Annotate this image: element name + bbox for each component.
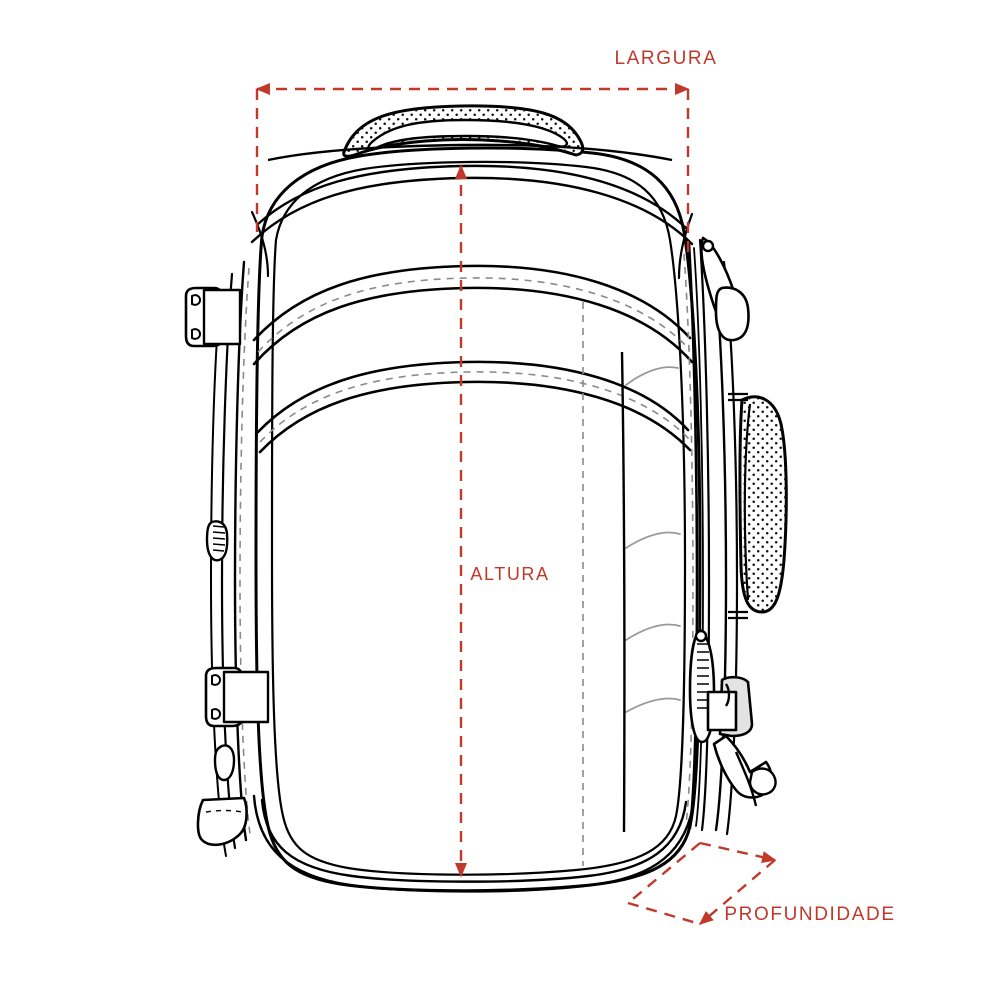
fold-1 xyxy=(625,366,679,386)
fold-2 xyxy=(625,531,681,549)
right-panel-edge xyxy=(620,351,626,833)
strap-slider-ribs xyxy=(212,525,226,552)
webbing-tail-stitch xyxy=(205,809,243,813)
strap-slider-body xyxy=(205,520,229,562)
webbing-strap-left xyxy=(196,744,248,847)
strap-slider-left[interactable] xyxy=(205,520,229,562)
webbing-clip xyxy=(213,744,236,782)
compression-buckle-left-bottom[interactable] xyxy=(204,666,270,728)
buckle-r-frame xyxy=(706,690,738,732)
side-zipper-tape xyxy=(693,247,704,827)
dimension-labels: LARGURA ALTURA PROFUNDIDADE xyxy=(470,48,895,925)
body-outline xyxy=(254,146,702,893)
compression-buckle-right[interactable] xyxy=(706,675,777,807)
side-zipper-outer xyxy=(687,242,699,830)
pocket-zipper-upper-top xyxy=(252,264,692,342)
buckle-r-tail xyxy=(734,751,758,807)
label-largura: LARGURA xyxy=(614,48,717,69)
side-zipper-inner xyxy=(698,238,711,832)
bottom-band-2 xyxy=(252,794,696,893)
dimension-annotations xyxy=(255,82,777,926)
buckle-lt-plate xyxy=(202,288,242,346)
fold-4 xyxy=(625,697,681,713)
fabric-folds xyxy=(625,366,681,713)
left-edge-band-3 xyxy=(210,295,227,857)
stitch-right-edge xyxy=(683,253,694,825)
shoulder-strap xyxy=(728,392,788,620)
depth-dimension-line-2 xyxy=(698,859,776,925)
strap-inner-edge xyxy=(743,403,752,601)
compression-buckle-left-top[interactable] xyxy=(184,286,242,348)
depth-extension-upper xyxy=(627,842,701,904)
webbing-tail xyxy=(196,796,248,847)
top-handle xyxy=(267,104,673,162)
buckle-r-tip xyxy=(748,767,777,796)
depth-extension-lower xyxy=(627,901,701,926)
depth-dimension-line xyxy=(699,841,777,864)
buckle-lb-plate xyxy=(222,670,270,724)
strap-anchor-top xyxy=(728,392,748,402)
bottom-band-1 xyxy=(260,798,688,883)
dimension-depth xyxy=(627,841,777,926)
dimension-width xyxy=(255,82,690,258)
strap-anchor-bottom xyxy=(728,610,748,620)
corner-mark-right xyxy=(677,212,694,280)
backpack-body xyxy=(210,146,739,893)
corner-detail-marks xyxy=(250,210,694,280)
zipper-pull-top[interactable] xyxy=(700,236,750,342)
zipper-pull-bottom-ring xyxy=(694,629,708,643)
body-outline-inner xyxy=(270,160,687,876)
label-altura: ALTURA xyxy=(470,564,549,584)
pocket-zipper-lower-bottom xyxy=(258,380,692,454)
zipper-teeth xyxy=(697,643,709,709)
handle-base-line xyxy=(267,143,673,162)
left-edge-band-1 xyxy=(233,260,248,842)
stitch-left-edge xyxy=(239,267,251,835)
zipper-pull-top-tab xyxy=(714,286,750,342)
fold-3 xyxy=(625,623,681,641)
label-profundidade: PROFUNDIDADE xyxy=(724,904,895,925)
pocket-zipper-upper-bottom xyxy=(252,286,694,366)
zipper-pull-top-ring xyxy=(701,239,715,253)
buckle-r-prong xyxy=(724,683,731,707)
left-edge-band-2 xyxy=(220,272,237,850)
buckle-lb-slot xyxy=(211,674,222,720)
buckle-lt-slot xyxy=(191,294,202,340)
corner-mark-left xyxy=(250,210,270,278)
